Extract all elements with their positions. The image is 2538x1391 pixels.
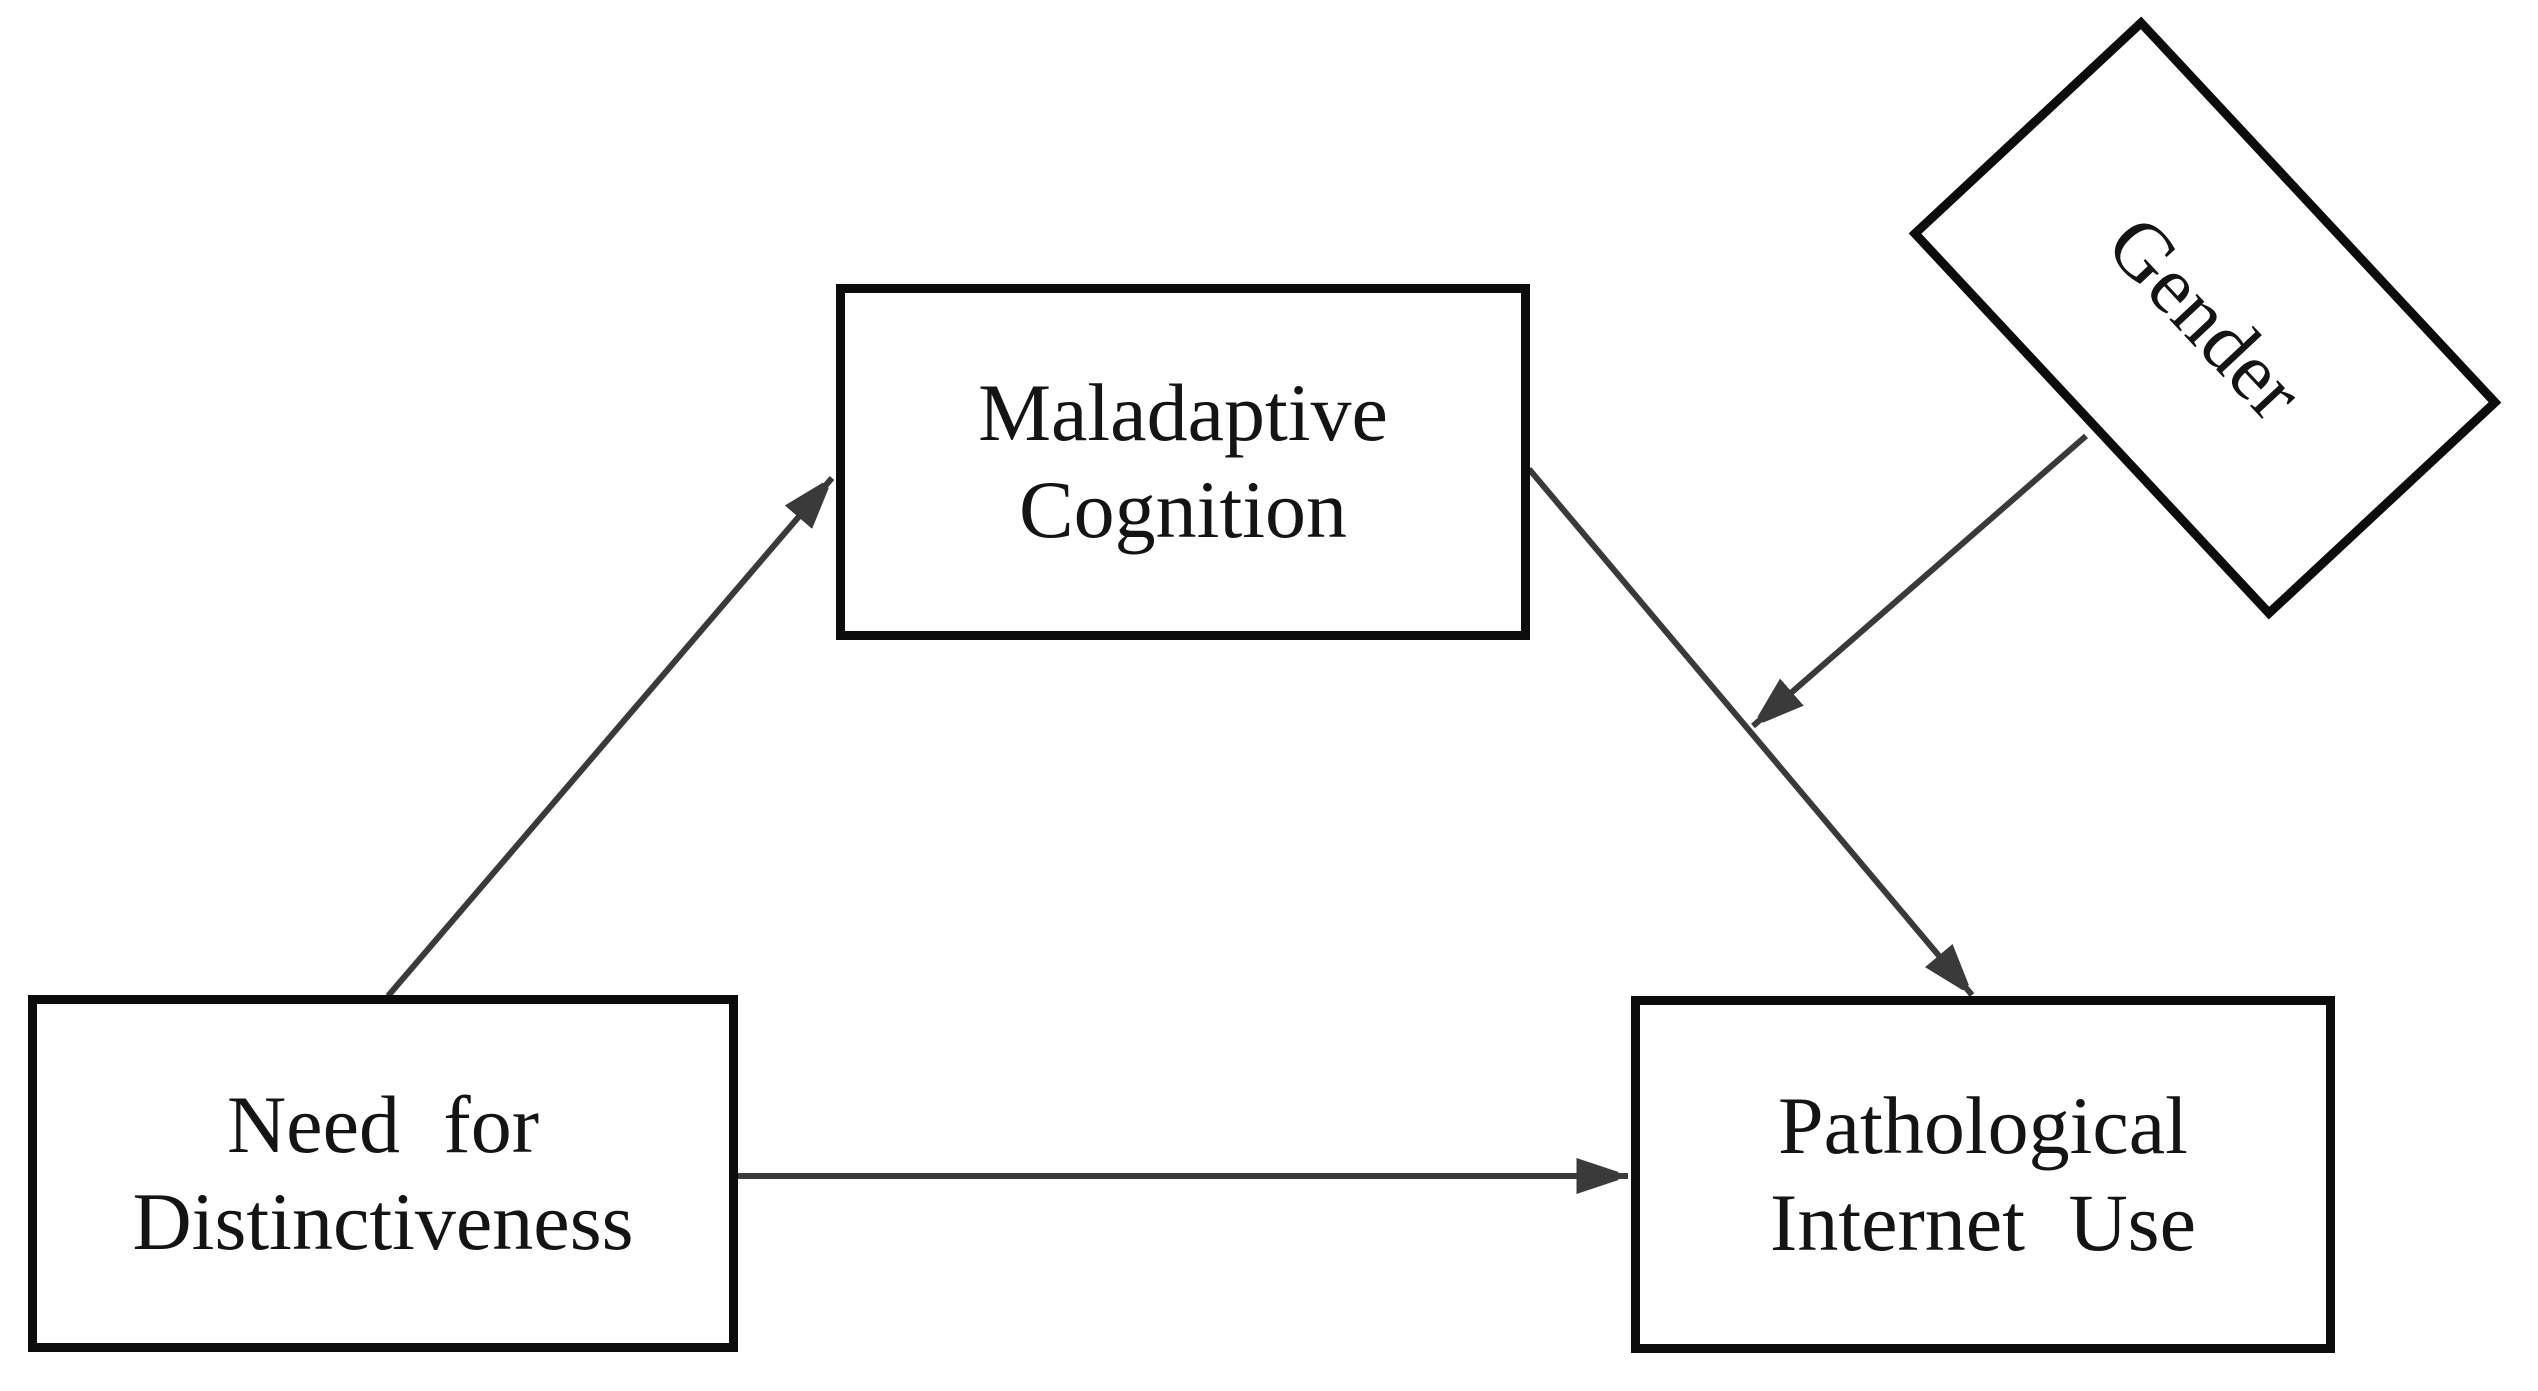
node-label-line: Need for: [226, 1078, 540, 1170]
node-label-line: Pathological: [1778, 1079, 2188, 1171]
node-label-line: Cognition: [1018, 464, 1348, 555]
node-need-for-distinctiveness: Need for Distinctiveness: [28, 995, 738, 1352]
arrow-need-to-maladaptive: [385, 476, 835, 998]
node-label-line: Distinctiveness: [132, 1175, 634, 1267]
node-pathological-internet-use: Pathological Internet Use: [1631, 996, 2335, 1353]
node-label-line: Gender: [2090, 198, 2322, 437]
node-label-line: Maladaptive: [978, 367, 1388, 459]
node-label-line: Internet Use: [1770, 1176, 2196, 1268]
arrow-maladaptive-to-pathological: [1526, 467, 1975, 997]
arrow-gender-moderation: [1751, 433, 2088, 729]
node-maladaptive-cognition: Maladaptive Cognition: [836, 284, 1530, 640]
